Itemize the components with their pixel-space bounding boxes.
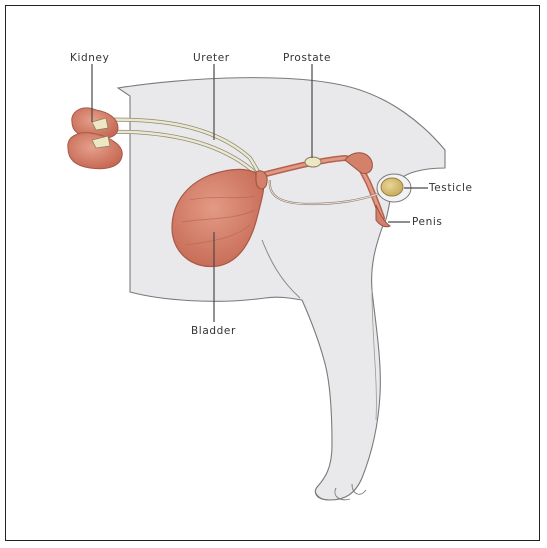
prostate (305, 157, 321, 167)
bladder-neck (256, 171, 267, 189)
dog-body-silhouette (118, 78, 445, 500)
label-penis: Penis (412, 216, 442, 228)
testicle (381, 178, 403, 196)
label-prostate: Prostate (283, 52, 331, 64)
label-testicle: Testicle (428, 182, 473, 194)
label-kidney: Kidney (70, 52, 109, 64)
label-bladder: Bladder (191, 325, 236, 337)
kidney-lower (68, 133, 122, 169)
label-ureter: Ureter (193, 52, 230, 64)
